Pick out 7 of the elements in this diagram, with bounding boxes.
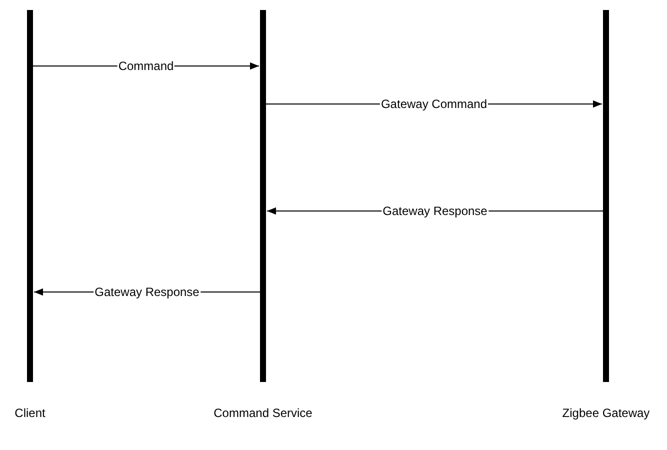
participant-label: Command Service	[212, 406, 314, 420]
participant-label: Client	[14, 406, 46, 420]
edge-label: Gateway Response	[382, 204, 488, 218]
edge-label: Command	[117, 59, 175, 73]
edge-label: Gateway Command	[380, 97, 488, 111]
participant-label: Zigbee Gateway	[561, 406, 651, 420]
edge-label: Gateway Response	[94, 285, 200, 299]
